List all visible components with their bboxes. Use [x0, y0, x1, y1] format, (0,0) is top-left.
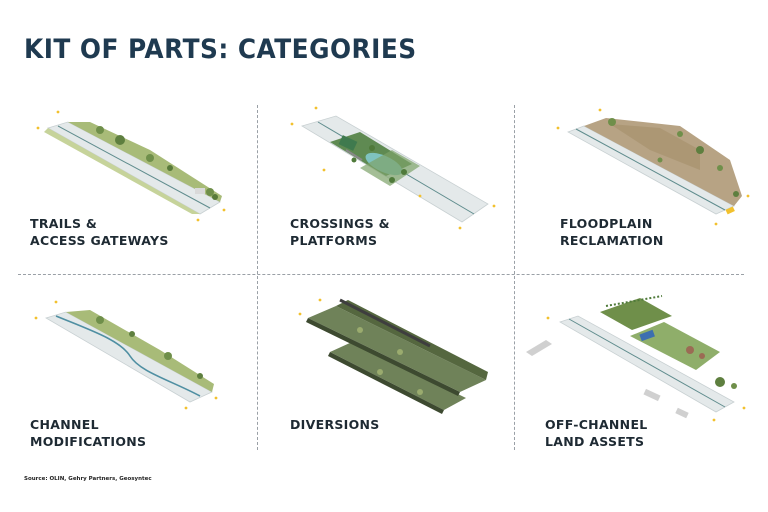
category-label-line2: RECLAMATION [560, 233, 664, 248]
category-label-line2: LAND ASSETS [545, 434, 645, 449]
source-note: Source: OLIN, Gehry Partners, Geosyntec [24, 476, 152, 482]
category-label-line1: CHANNEL [30, 417, 99, 432]
category-label-line2: PLATFORMS [290, 233, 378, 248]
category-label-line1: FLOODPLAIN [560, 216, 653, 231]
category-label-line2: ACCESS GATEWAYS [30, 233, 169, 248]
page-title: KIT OF PARTS: CATEGORIES [24, 34, 417, 65]
divider-vertical-left [257, 105, 258, 450]
category-label-line1: OFF-CHANNEL [545, 417, 648, 432]
divider-vertical-right [514, 105, 515, 450]
category-label-line1: DIVERSIONS [290, 417, 380, 432]
category-label-line1: CROSSINGS & [290, 216, 390, 231]
category-label-line2: MODIFICATIONS [30, 434, 147, 449]
category-label-line1: TRAILS & [30, 216, 98, 231]
divider-horizontal [18, 274, 744, 275]
